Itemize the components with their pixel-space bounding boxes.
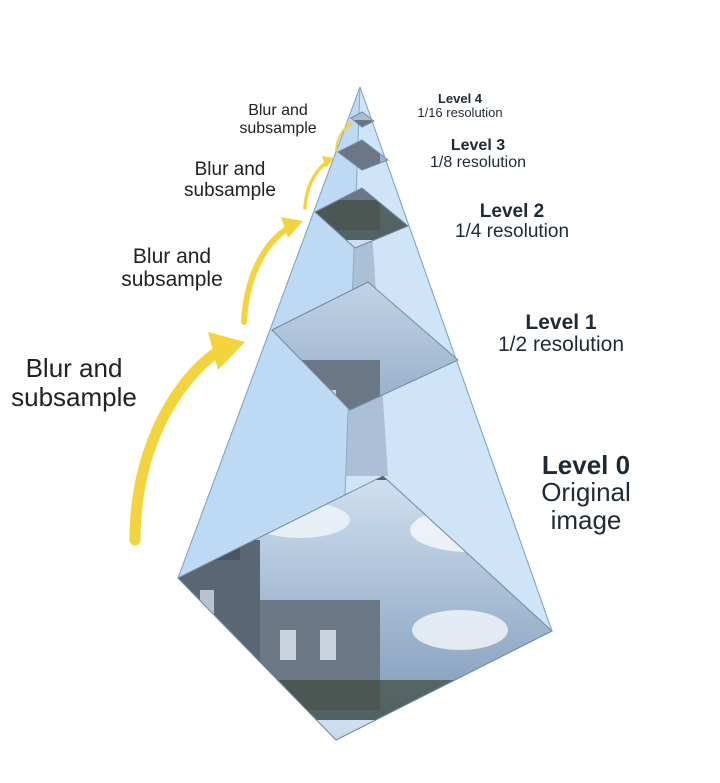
blur-subsample-label-3: Blur and subsample bbox=[184, 159, 276, 201]
curved-arrow-icon bbox=[303, 156, 334, 210]
level-1-title: Level 1 bbox=[525, 311, 597, 334]
level-1-image bbox=[271, 281, 459, 411]
level-3-title: Level 3 bbox=[450, 137, 506, 154]
blur-subsample-label-1: Blur and subsample bbox=[11, 353, 137, 412]
level-4-subtitle: 1/16 resolution bbox=[417, 104, 503, 120]
level-1-subtitle: 1/2 resolution bbox=[497, 333, 625, 357]
level-0-subtitle-line2: image bbox=[550, 504, 622, 535]
curved-arrow-icon bbox=[241, 217, 303, 325]
level-2-image bbox=[314, 187, 409, 249]
level-4-title: Level 4 bbox=[437, 91, 483, 106]
level-2-subtitle: 1/4 resolution bbox=[454, 220, 570, 242]
level-2-label: Level 2 1/4 resolution bbox=[440, 202, 584, 242]
level-0-label: Level 0 Original image bbox=[530, 450, 642, 535]
level-0-title: Level 0 bbox=[541, 450, 631, 480]
level-3-subtitle: 1/8 resolution bbox=[429, 153, 527, 171]
level-3-label: Level 3 1/8 resolution bbox=[413, 137, 543, 172]
blur-subsample-label-4: Blur and subsample bbox=[239, 102, 317, 137]
level-4-label: Level 4 1/16 resolution bbox=[410, 92, 510, 119]
level-1-label: Level 1 1/2 resolution bbox=[478, 311, 644, 357]
blur-subsample-label-2: Blur and subsample bbox=[121, 245, 223, 292]
level-0-subtitle-line1: Original bbox=[541, 477, 631, 508]
level-4-image bbox=[350, 111, 375, 128]
level-3-image bbox=[337, 139, 390, 171]
curved-arrow-icon bbox=[129, 332, 245, 546]
curved-arrow-icon bbox=[335, 121, 353, 151]
level-2-title: Level 2 bbox=[479, 201, 545, 222]
